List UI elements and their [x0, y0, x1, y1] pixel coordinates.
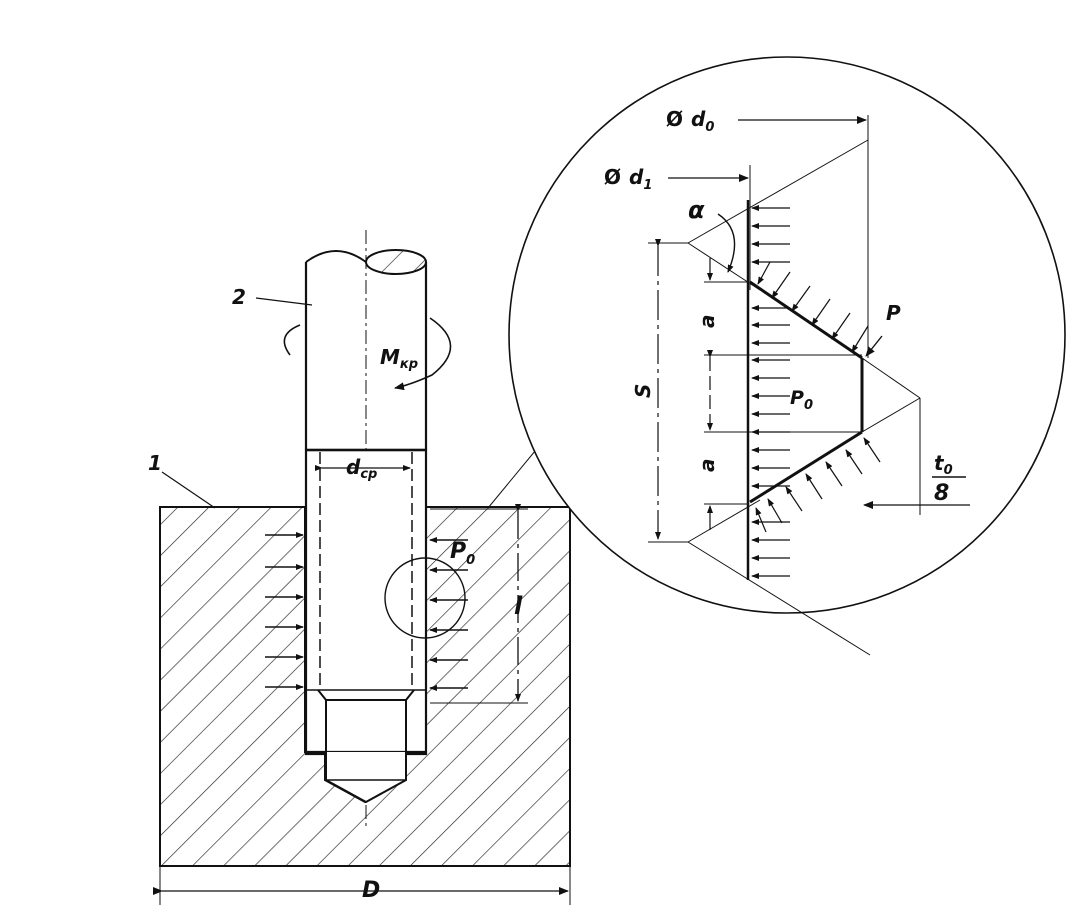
- detail-connector: [487, 444, 541, 509]
- label-workpiece: 1: [148, 451, 162, 475]
- upper-flank-arrows: [757, 261, 883, 357]
- leader-tool: [255, 297, 313, 306]
- fraction-dimension: [863, 476, 970, 509]
- label-pitch: S: [631, 384, 655, 398]
- label-detail-pressure: P0: [790, 387, 813, 413]
- label-mean-diameter: dср: [346, 455, 377, 482]
- detail-horizontal-arrows: [751, 205, 790, 579]
- tool-shank: [304, 230, 428, 830]
- outer-size-dimension: [153, 866, 571, 905]
- label-tool: 2: [232, 285, 246, 309]
- left-pressure-arrows: [265, 532, 304, 690]
- label-angle: α: [688, 196, 705, 224]
- label-force: P: [886, 301, 901, 325]
- torque-arrow: [283, 317, 452, 391]
- tool-thread-part: [304, 448, 428, 804]
- detail-marker-circle: [384, 557, 466, 639]
- label-pressure: P0: [450, 539, 475, 568]
- segment-dimensions: [704, 258, 862, 530]
- label-torque: Mкр: [380, 345, 418, 372]
- label-length: l: [514, 592, 523, 620]
- lower-flank-arrows: [755, 437, 881, 533]
- detail-view: [508, 56, 1066, 656]
- leader-workpiece: [161, 471, 216, 509]
- pitch-dimension: [648, 239, 688, 543]
- detail-circle: [508, 56, 1066, 614]
- label-segment-lower: a: [695, 459, 719, 473]
- label-segment-upper: a: [695, 315, 719, 329]
- label-outer-size: D: [362, 878, 380, 903]
- length-dimension: [430, 504, 528, 704]
- label-fraction-numerator: t0: [934, 451, 953, 478]
- shank-section: [365, 249, 427, 275]
- label-fraction-denominator: 8: [934, 481, 949, 506]
- angle-arc: [717, 213, 736, 273]
